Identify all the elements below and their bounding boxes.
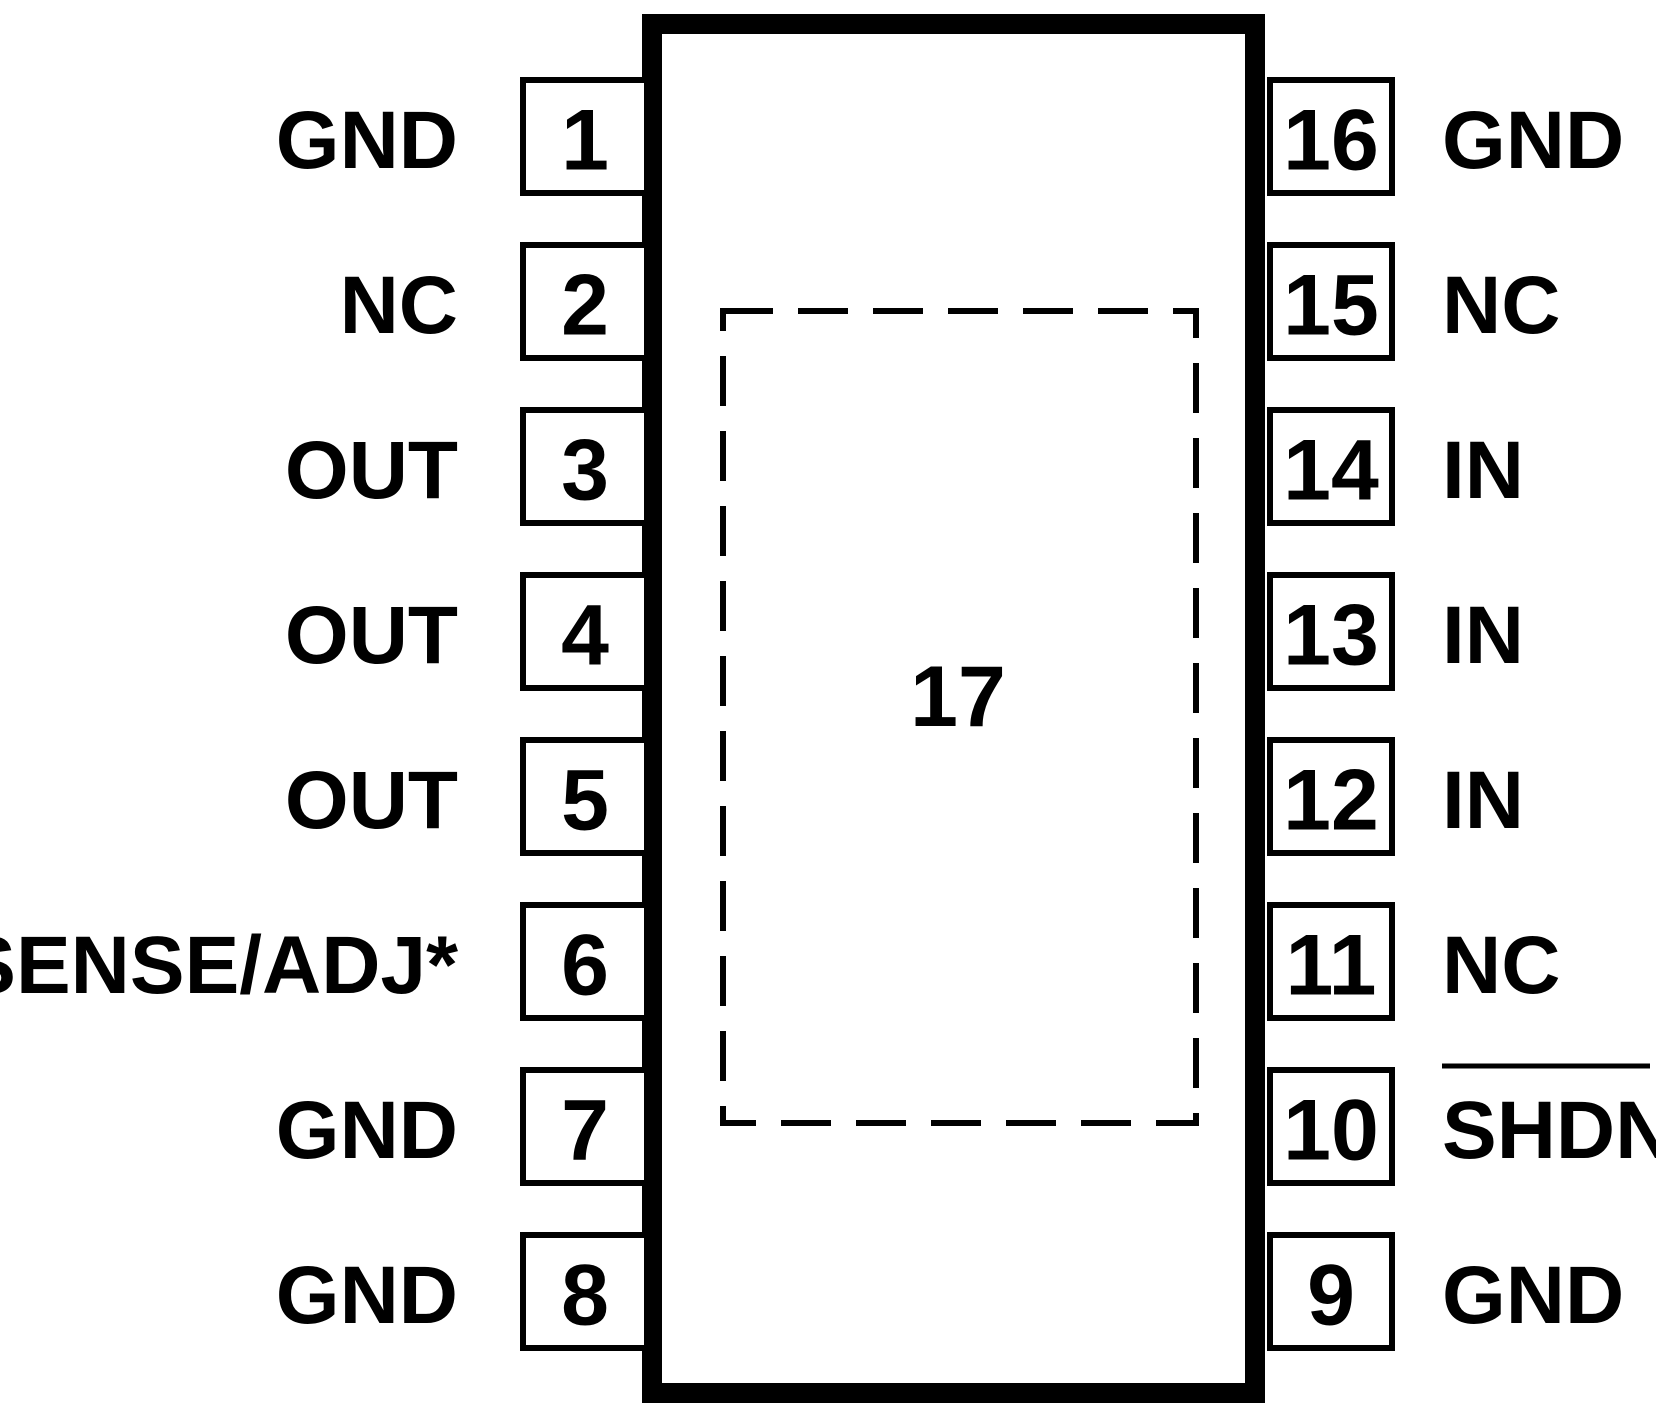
pin-5-box — [520, 737, 650, 856]
pin-12-box — [1267, 737, 1395, 856]
pin-10-number: 10 — [1283, 1083, 1379, 1179]
pin-11-name: NC — [1442, 920, 1560, 1011]
pin-12-name: IN — [1442, 755, 1524, 846]
pin-12-number: 12 — [1283, 753, 1379, 849]
pin-4-name: OUT — [285, 590, 458, 681]
pin-16-box — [1267, 77, 1395, 196]
pin-13-box — [1267, 572, 1395, 691]
exposed-pad-number: 17 — [910, 649, 1006, 745]
pin-15-box — [1267, 242, 1395, 361]
pin-1-number: 1 — [561, 93, 609, 189]
pin-10-box — [1267, 1067, 1395, 1186]
pin-11-number: 11 — [1286, 918, 1377, 1014]
pin-7-box — [520, 1067, 650, 1186]
pin-9-box — [1267, 1232, 1395, 1351]
pin-5-number: 5 — [561, 753, 609, 849]
pin-7-number: 7 — [561, 1083, 609, 1179]
pin-8-box — [520, 1232, 650, 1351]
pin-3-number: 3 — [561, 423, 609, 519]
pin-2-name: NC — [340, 260, 458, 351]
pin-3-box — [520, 407, 650, 526]
pin-16-number: 16 — [1283, 93, 1379, 189]
pin-9-name: GND — [1442, 1250, 1624, 1341]
pin-6-name: SENSE/ADJ* — [0, 920, 458, 1011]
pin-13-name: IN — [1442, 590, 1524, 681]
pin-1-box — [520, 77, 650, 196]
pin-16-name: GND — [1442, 95, 1624, 186]
pin-10-name: SHDN — [1442, 1085, 1656, 1176]
pin-13-number: 13 — [1283, 588, 1379, 684]
pin-group: 1GND2NC3OUT4OUT5OUT6SENSE/ADJ*7GND8GND16… — [0, 77, 1656, 1351]
pin-14-number: 14 — [1283, 423, 1379, 519]
pin-14-name: IN — [1442, 425, 1524, 516]
pin-11-box — [1267, 902, 1395, 1021]
pin-8-number: 8 — [561, 1248, 609, 1344]
pin-15-name: NC — [1442, 260, 1560, 351]
exposed-pad-outline — [720, 308, 1199, 1126]
pin-1-name: GND — [276, 95, 458, 186]
pin-8-name: GND — [276, 1250, 458, 1341]
pin-15-number: 15 — [1283, 258, 1379, 354]
pin-14-box — [1267, 407, 1395, 526]
ic-package-body — [642, 14, 1265, 1403]
pin-9-number: 9 — [1307, 1248, 1355, 1344]
pin-4-box — [520, 572, 650, 691]
pin-3-name: OUT — [285, 425, 458, 516]
pin-2-box — [520, 242, 650, 361]
pin-2-number: 2 — [561, 258, 609, 354]
pin-7-name: GND — [276, 1085, 458, 1176]
pin-6-box — [520, 902, 650, 1021]
pin-4-number: 4 — [561, 588, 609, 684]
pin-5-name: OUT — [285, 755, 458, 846]
pin-6-number: 6 — [561, 918, 609, 1014]
